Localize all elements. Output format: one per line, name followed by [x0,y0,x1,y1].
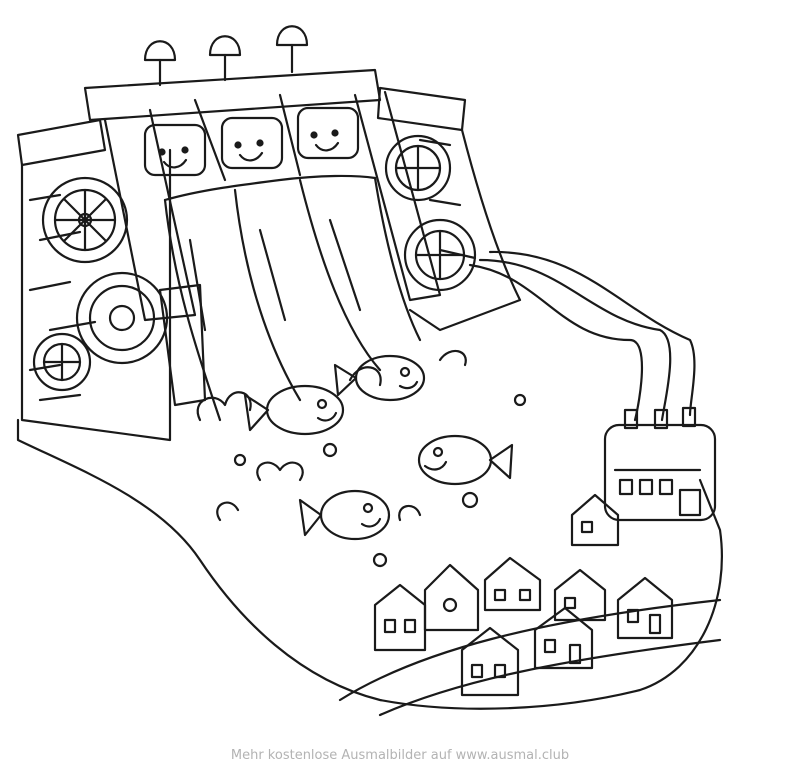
town-roads [338,598,722,717]
fish-3 [417,434,514,486]
lamp-1 [143,40,177,87]
gear-icon [75,271,169,365]
water-splash [196,349,527,568]
gear-icon [384,134,452,202]
footer-caption: Mehr kostenlose Ausmalbilder auf www.aus… [230,748,570,763]
gear-icon [32,332,92,392]
house [423,563,480,632]
house [616,576,674,640]
roller-2 [220,116,284,170]
roller-3 [296,106,360,160]
gear-icon [41,176,129,264]
house [373,583,427,652]
lamp-posts [143,25,309,87]
house [533,606,594,670]
lamp-2 [208,35,242,82]
lamp-3 [275,25,309,74]
fish-4 [298,489,391,541]
dam-illustration [16,25,723,717]
dam-frame [83,68,442,407]
house [553,568,607,622]
roller-1 [143,123,207,177]
house [483,556,542,612]
right-dam-wall [376,86,522,332]
power-station [603,406,717,522]
fish-1 [243,384,345,436]
smiling-rollers [143,106,360,177]
fish-2 [333,354,426,402]
house [570,493,620,547]
left-dam-wall [16,118,172,442]
power-pipes [468,250,696,422]
gear-icon [403,218,477,292]
ground-shape [16,418,723,710]
